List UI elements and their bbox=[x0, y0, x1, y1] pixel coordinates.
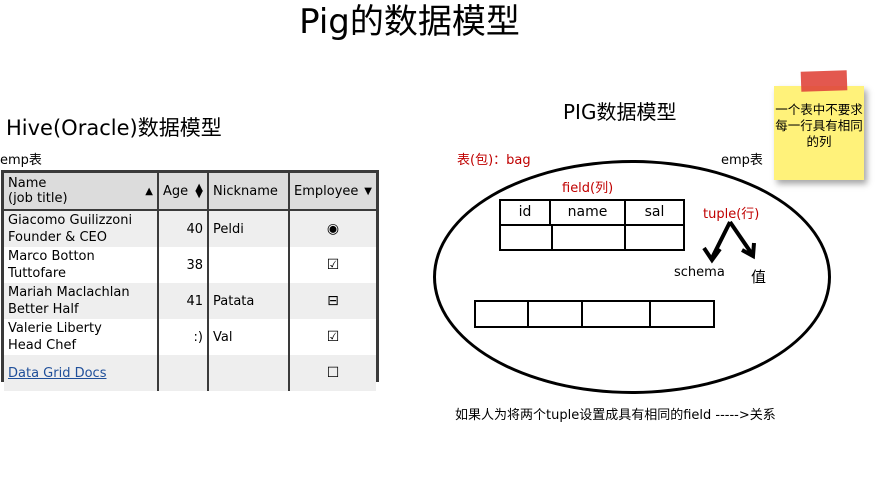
pig-emp-label: emp表 bbox=[721, 153, 763, 168]
sort-ascending-icon: ▲ bbox=[145, 185, 153, 197]
tuple-label: tuple(行) bbox=[703, 207, 760, 222]
field-row-divider bbox=[501, 224, 683, 226]
arrowhead-icon bbox=[741, 242, 756, 260]
cell-name: Marco Botton bbox=[8, 249, 95, 264]
column-header-nickname[interactable]: Nickname bbox=[208, 173, 290, 211]
field-cell-divider bbox=[551, 224, 553, 251]
column-header-nickname-label: Nickname bbox=[213, 183, 278, 199]
field-id: id bbox=[501, 201, 551, 225]
arrow-to-value bbox=[728, 220, 754, 256]
checkbox-unchecked-icon[interactable]: ☐ bbox=[289, 355, 376, 391]
arrowhead-icon bbox=[702, 246, 722, 264]
checkbox-indeterminate-icon[interactable]: ⊟ bbox=[289, 283, 376, 319]
cell-age: 40 bbox=[158, 210, 209, 247]
row-cell-divider bbox=[527, 302, 529, 326]
row-cell-divider bbox=[649, 302, 651, 326]
row-cell-divider bbox=[581, 302, 583, 326]
radio-selected-icon[interactable]: ◉ bbox=[289, 210, 376, 247]
sort-descending-icon: ▼ bbox=[364, 185, 372, 197]
data-grid-docs-link[interactable]: Data Grid Docs bbox=[8, 365, 107, 381]
checkbox-checked-icon[interactable]: ☑ bbox=[326, 328, 340, 345]
field-sal: sal bbox=[644, 204, 665, 220]
bag-label: 表(包)：bag bbox=[457, 153, 531, 168]
bag-ellipse bbox=[433, 160, 831, 394]
cell-title: Founder & CEO bbox=[8, 230, 107, 245]
pig-title: PIG数据模型 bbox=[563, 100, 677, 124]
cell-age: 38 bbox=[158, 247, 209, 283]
cell-nickname: Patata bbox=[208, 283, 290, 319]
hive-title: Hive(Oracle)数据模型 bbox=[6, 116, 222, 140]
checkbox-checked-icon[interactable]: ☑ bbox=[326, 256, 340, 273]
cell-age: :) bbox=[158, 319, 209, 355]
table-row[interactable]: Data Grid Docs ☐ bbox=[4, 355, 376, 391]
tuple-field-box: id name sal bbox=[499, 199, 685, 251]
column-header-name-label: Name bbox=[8, 176, 47, 191]
hive-table-label: emp表 bbox=[0, 153, 42, 168]
cell-nickname: Val bbox=[208, 319, 290, 355]
cell-name: Mariah Maclachlan bbox=[8, 285, 130, 300]
cell-title: Tuttofare bbox=[8, 266, 66, 281]
field-label: field(列) bbox=[562, 181, 614, 196]
arrow-to-schema bbox=[710, 221, 732, 259]
data-grid: Name (job title) ▲ Age ▲▼ Nickname bbox=[1, 170, 379, 391]
column-header-name[interactable]: Name (job title) ▲ bbox=[4, 173, 159, 211]
column-header-age[interactable]: Age ▲▼ bbox=[158, 173, 209, 211]
cell-name: Giacomo Guilizzoni bbox=[8, 213, 133, 228]
cell-nickname: Peldi bbox=[208, 210, 290, 247]
column-header-employee[interactable]: Employee ▼ bbox=[289, 173, 376, 211]
field-cell-divider bbox=[624, 224, 626, 251]
cell-title: Better Half bbox=[8, 302, 79, 317]
relation-note: 如果人为将两个tuple设置成具有相同的field ----->关系 bbox=[455, 408, 776, 423]
tuple-row-box bbox=[474, 300, 715, 328]
cell-age: 41 bbox=[158, 283, 209, 319]
cell-title: Head Chef bbox=[8, 338, 77, 353]
page-title: Pig的数据模型 bbox=[299, 2, 520, 42]
column-header-age-label: Age bbox=[163, 183, 189, 199]
cell-nickname bbox=[208, 247, 290, 283]
column-header-employee-label: Employee bbox=[294, 183, 359, 199]
column-header-name-sub: (job title) bbox=[8, 191, 68, 206]
cell-name: Valerie Liberty bbox=[8, 321, 102, 336]
sticky-note: 一个表中不要求每一行具有相同的列 bbox=[774, 86, 864, 180]
sort-toggle-icon: ▲▼ bbox=[195, 182, 203, 200]
tape-icon bbox=[800, 70, 848, 92]
tuple-arrows bbox=[702, 220, 756, 264]
value-label: 值 bbox=[751, 268, 767, 286]
schema-label: schema bbox=[674, 265, 725, 280]
field-name: name bbox=[551, 201, 626, 225]
